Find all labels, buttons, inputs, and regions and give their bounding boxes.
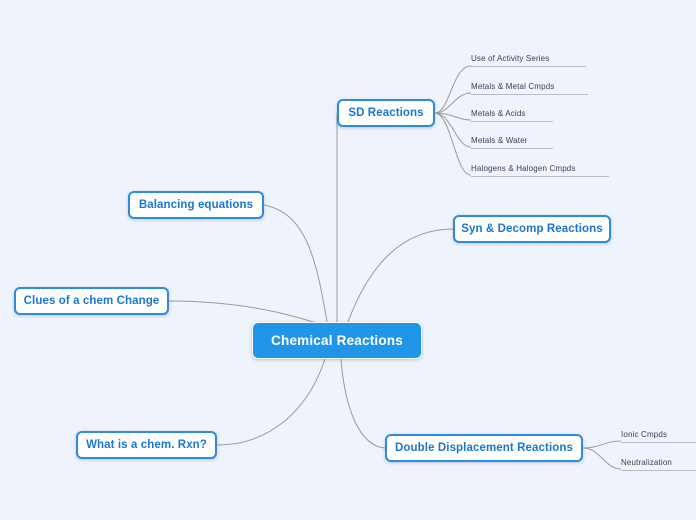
connector-sd-reactions-to-child-2 bbox=[434, 112, 472, 121]
connector-double-displacement-reactions-to-child-0 bbox=[582, 440, 622, 449]
leaf-item[interactable]: Metals & Metal Cmpds bbox=[471, 81, 588, 95]
leaf-item[interactable]: Halogens & Halogen Cmpds bbox=[471, 163, 609, 177]
branch-node-syn-decomp-reactions[interactable]: Syn & Decomp Reactions bbox=[453, 215, 611, 243]
root-node[interactable]: Chemical Reactions bbox=[252, 322, 422, 359]
leaf-item-label: Use of Activity Series bbox=[471, 54, 550, 63]
leaf-item-label: Halogens & Halogen Cmpds bbox=[471, 164, 576, 173]
connector-sd-reactions-to-child-0 bbox=[434, 65, 472, 114]
branch-node-label: Syn & Decomp Reactions bbox=[461, 223, 603, 235]
leaf-item[interactable]: Use of Activity Series bbox=[471, 53, 586, 67]
leaf-item[interactable]: Metals & Water bbox=[471, 135, 553, 149]
connector-root-to-syn-decomp-reactions bbox=[347, 228, 454, 323]
connector-sd-reactions-to-child-4 bbox=[434, 112, 472, 176]
connector-double-displacement-reactions-to-child-1 bbox=[582, 447, 622, 470]
leaf-item-label: Metals & Metal Cmpds bbox=[471, 82, 555, 91]
connector-root-to-balancing-equations bbox=[263, 204, 328, 323]
branch-node-label: SD Reactions bbox=[348, 107, 424, 119]
branch-node-label: What is a chem. Rxn? bbox=[86, 439, 207, 451]
branch-node-what-is-a-chem-rxn[interactable]: What is a chem. Rxn? bbox=[76, 431, 217, 459]
branch-node-balancing-equations[interactable]: Balancing equations bbox=[128, 191, 264, 219]
connector-sd-reactions-to-child-3 bbox=[434, 112, 472, 148]
leaf-item[interactable]: Ionic Cmpds bbox=[621, 429, 696, 443]
leaf-item[interactable]: Neutralization bbox=[621, 457, 696, 471]
branch-node-label: Balancing equations bbox=[138, 199, 254, 211]
leaf-item-label: Neutralization bbox=[621, 458, 673, 467]
leaf-item[interactable]: Metals & Acids bbox=[471, 108, 553, 122]
branch-node-double-displacement-reactions[interactable]: Double Displacement Reactions bbox=[385, 434, 583, 462]
leaf-item-label: Metals & Acids bbox=[471, 109, 526, 118]
branch-node-label: Double Displacement Reactions bbox=[395, 442, 573, 454]
connector-root-to-clues-of-a-chem-change bbox=[168, 300, 321, 325]
leaf-item-label: Metals & Water bbox=[471, 136, 528, 145]
connector-root-to-double-displacement-reactions bbox=[340, 358, 386, 449]
branch-node-clues-of-a-chem-change[interactable]: Clues of a chem Change bbox=[14, 287, 169, 315]
branch-node-sd-reactions[interactable]: SD Reactions bbox=[337, 99, 435, 127]
root-node-label: Chemical Reactions bbox=[271, 333, 403, 348]
connector-root-to-what-is-a-chem-rxn bbox=[216, 358, 326, 446]
leaf-item-label: Ionic Cmpds bbox=[621, 430, 668, 439]
branch-node-label: Clues of a chem Change bbox=[23, 295, 160, 307]
connector-sd-reactions-to-child-1 bbox=[434, 92, 472, 114]
